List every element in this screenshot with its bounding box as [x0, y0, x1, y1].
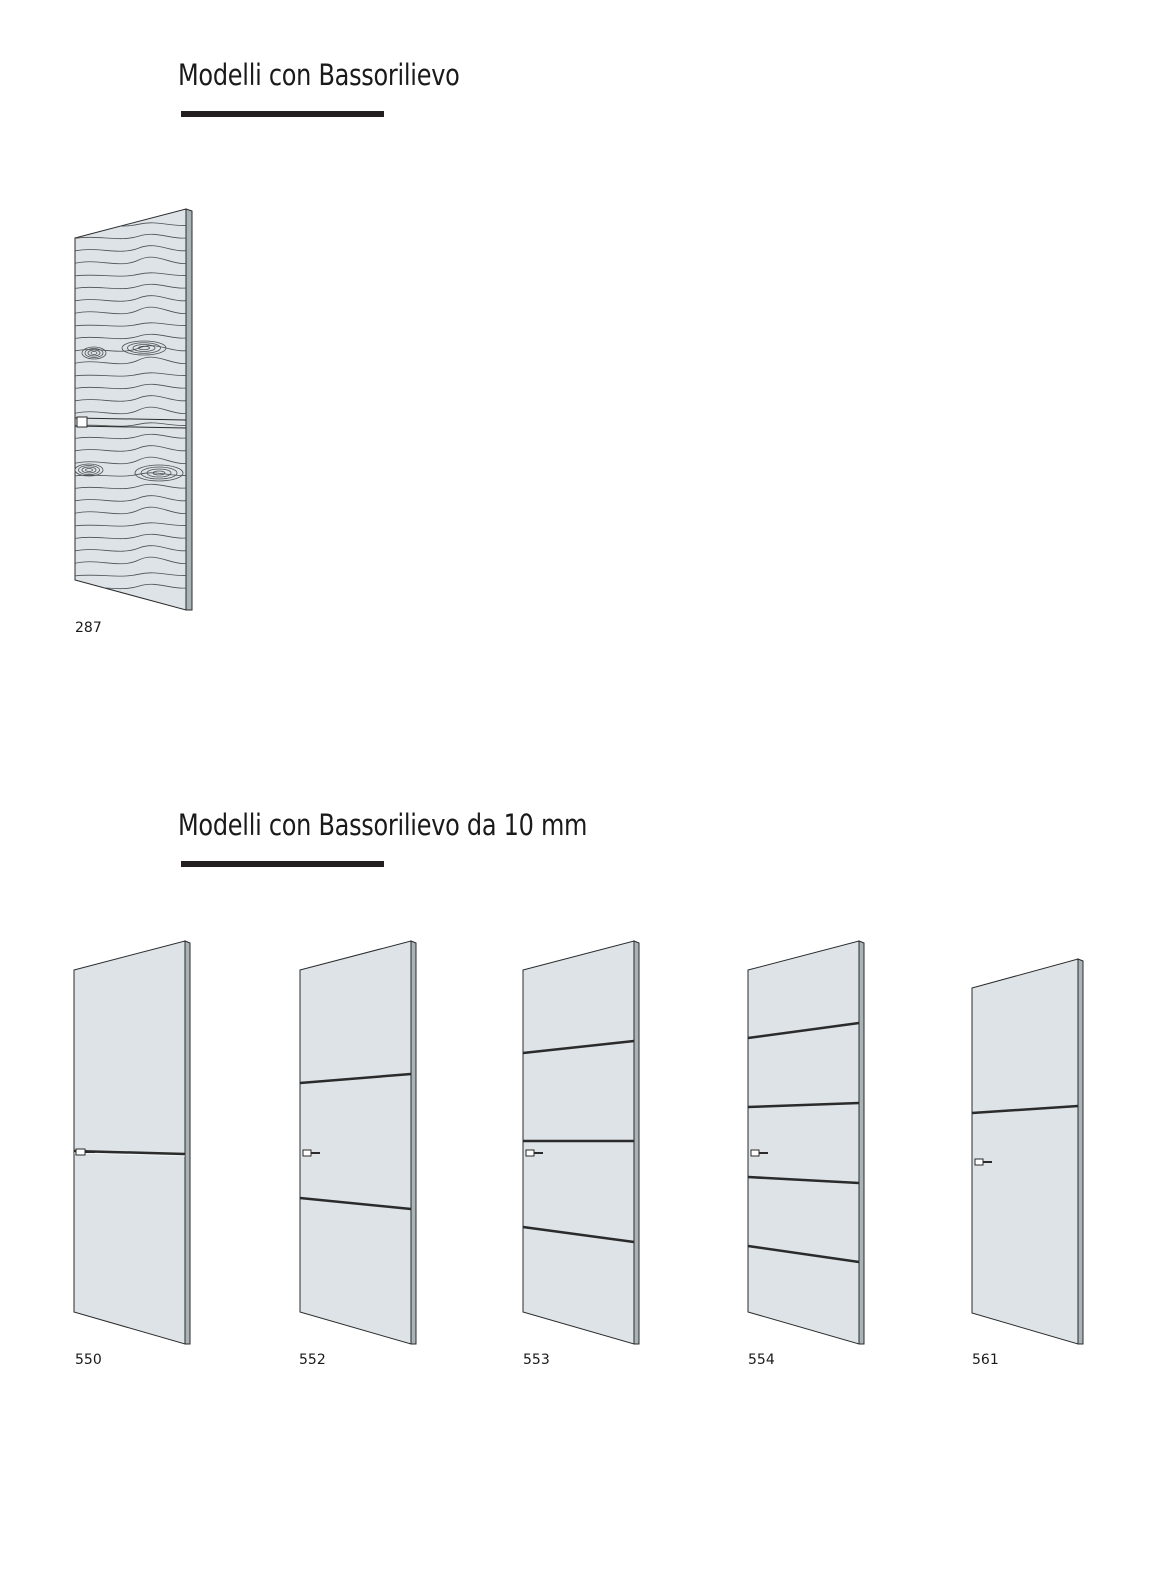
wood-grain-line [75, 556, 186, 565]
wood-knot-ring [140, 466, 178, 480]
wood-grain-line [75, 283, 186, 290]
wood-knot-ring [146, 468, 172, 478]
door-code-553: 553 [523, 1352, 550, 1368]
section-title-bassorilievo-10mm: Modelli con Bassorilievo da 10 mm [178, 808, 588, 842]
wood-knot-ring [78, 465, 100, 475]
section-title-bassorilievo: Modelli con Bassorilievo [178, 58, 460, 92]
wood-grain-line [75, 522, 186, 527]
wood-grain-line [75, 456, 186, 465]
wood-grain-line [75, 445, 186, 452]
wood-knot-ring [84, 348, 104, 358]
wood-grain-line [75, 506, 186, 515]
door-553-illustration [522, 940, 642, 1346]
wood-knot-ring [152, 470, 166, 476]
wood-grain-line [75, 433, 186, 440]
door-554-illustration [747, 940, 867, 1346]
wood-grain-line [75, 472, 186, 477]
title-underline [181, 111, 384, 117]
wood-knot-ring [81, 346, 107, 360]
wood-knot-ring [121, 340, 167, 356]
wood-grain-line [75, 356, 186, 365]
wood-grain-line [75, 322, 186, 327]
door-code-554: 554 [748, 1352, 775, 1368]
wood-grain-line [75, 422, 186, 427]
door-287-illustration [74, 208, 194, 612]
wood-knot-ring [75, 463, 104, 477]
wood-grain-line [75, 256, 186, 265]
wood-knot-ring [90, 351, 98, 355]
door-code-552: 552 [299, 1352, 326, 1368]
door-552-illustration [299, 940, 419, 1346]
wood-grain-line [75, 233, 186, 240]
wood-grain-line [75, 483, 186, 490]
wood-knot-ring [132, 344, 156, 352]
wood-grain-line [75, 406, 186, 415]
wood-knot-ring [134, 464, 184, 482]
door-code-561: 561 [972, 1352, 999, 1368]
wood-grain-line [75, 333, 186, 340]
wood-grain-line [75, 383, 186, 390]
wood-grain-line [75, 533, 186, 540]
wood-grain-line [75, 306, 186, 315]
door-561-illustration [971, 958, 1091, 1346]
wood-knot-ring [85, 468, 93, 472]
wood-grain-line [75, 245, 186, 252]
wood-knot-ring [111, 213, 137, 223]
wood-grain-line [75, 495, 186, 502]
title-underline [181, 861, 384, 867]
wood-knot-ring [127, 342, 161, 354]
wood-knot-ring [138, 345, 150, 351]
wood-grain-line [75, 372, 186, 377]
door-code-550: 550 [75, 1352, 102, 1368]
wood-knot-ring [81, 466, 97, 474]
wood-grain-line [75, 572, 186, 577]
wood-grain-line [75, 395, 186, 402]
wood-grain-line [75, 545, 186, 552]
wood-knot-ring [119, 216, 129, 220]
wood-grain-line [75, 295, 186, 302]
wood-grain-line [75, 272, 186, 277]
door-code-287: 287 [75, 620, 102, 636]
door-550-illustration [73, 940, 193, 1346]
wood-knot-ring [87, 349, 101, 357]
wood-knot-ring [115, 214, 133, 222]
